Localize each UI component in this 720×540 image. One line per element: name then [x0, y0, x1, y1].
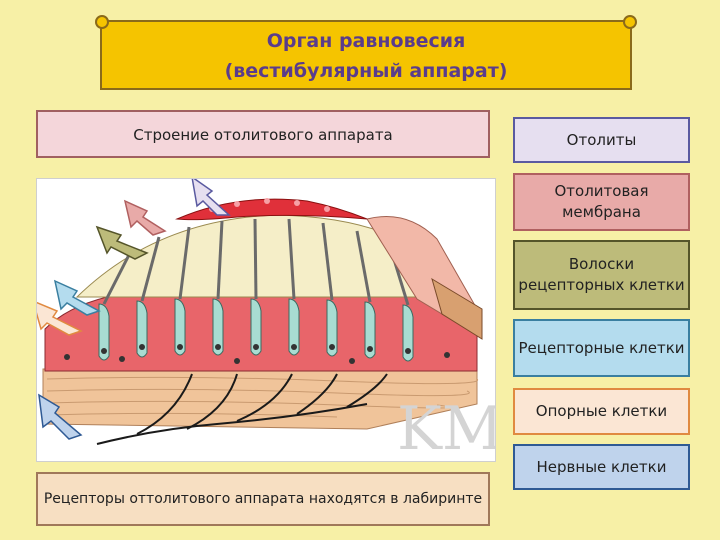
- otolith-illustration: KM: [37, 179, 495, 461]
- page-title: Орган равновесия: [102, 26, 630, 56]
- scroll-curl-icon: [623, 15, 637, 29]
- legend-otoliths: Отолиты: [513, 117, 690, 163]
- watermark: KM: [397, 394, 495, 461]
- legend-receptor-hairs: Волоски рецепторных клетки: [513, 240, 690, 310]
- legend-receptor-cells: Рецепторные клетки: [513, 319, 690, 377]
- title-scroll: Орган равновесия (вестибулярный аппарат): [100, 20, 632, 90]
- arrow-membrane: [125, 201, 165, 235]
- legend-otolith-membrane: Отолитовая мембрана: [513, 173, 690, 231]
- page-subtitle: (вестибулярный аппарат): [102, 56, 630, 86]
- receptor-cells: [99, 299, 413, 361]
- otolith-diagram: KM: [36, 178, 496, 462]
- legend-support-cells: Опорные клетки: [513, 388, 690, 435]
- scroll-curl-icon: [95, 15, 109, 29]
- legend-nerve-cells: Нервные клетки: [513, 444, 690, 490]
- arrow-hairs: [97, 227, 147, 259]
- section-title: Строение отолитового аппарата: [36, 110, 490, 158]
- footer-caption: Рецепторы оттолитового аппарата находятс…: [36, 472, 490, 526]
